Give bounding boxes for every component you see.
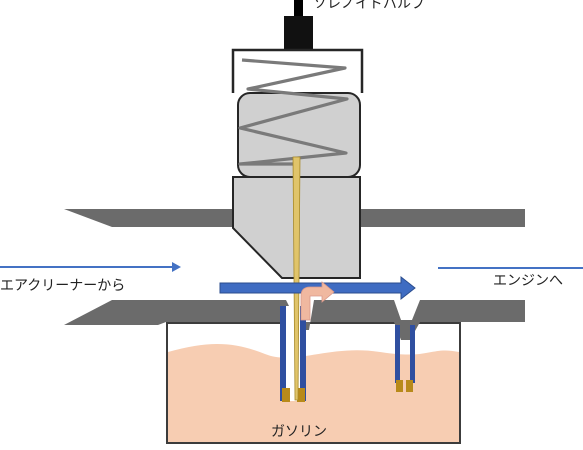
gasoline [168,343,459,442]
slow-jet-wall-right [410,325,415,383]
connector [284,16,313,50]
label-from-air-cleaner: エアクリーナーから [0,278,125,294]
label-to-engine: エンジンへ [493,273,563,289]
main-jet-wall-left [280,306,287,401]
slow-jet-orifice-right [406,380,413,392]
inflow-arrowhead [172,262,181,272]
main-jet-orifice-right [297,388,305,402]
solenoid-housing [231,48,364,93]
spring [238,58,349,166]
main-jet-orifice-left [282,388,290,402]
wire [294,0,303,18]
fuel-flow-arrow [300,281,335,321]
main-jet-wall-right [299,306,306,401]
slow-jet-wall-left [395,325,400,383]
label-gasoline: ガソリン [271,424,327,440]
label-solenoid-valve: ソレノイドバルブ [313,0,425,12]
slow-jet-orifice-left [396,380,403,392]
needle [292,156,301,401]
